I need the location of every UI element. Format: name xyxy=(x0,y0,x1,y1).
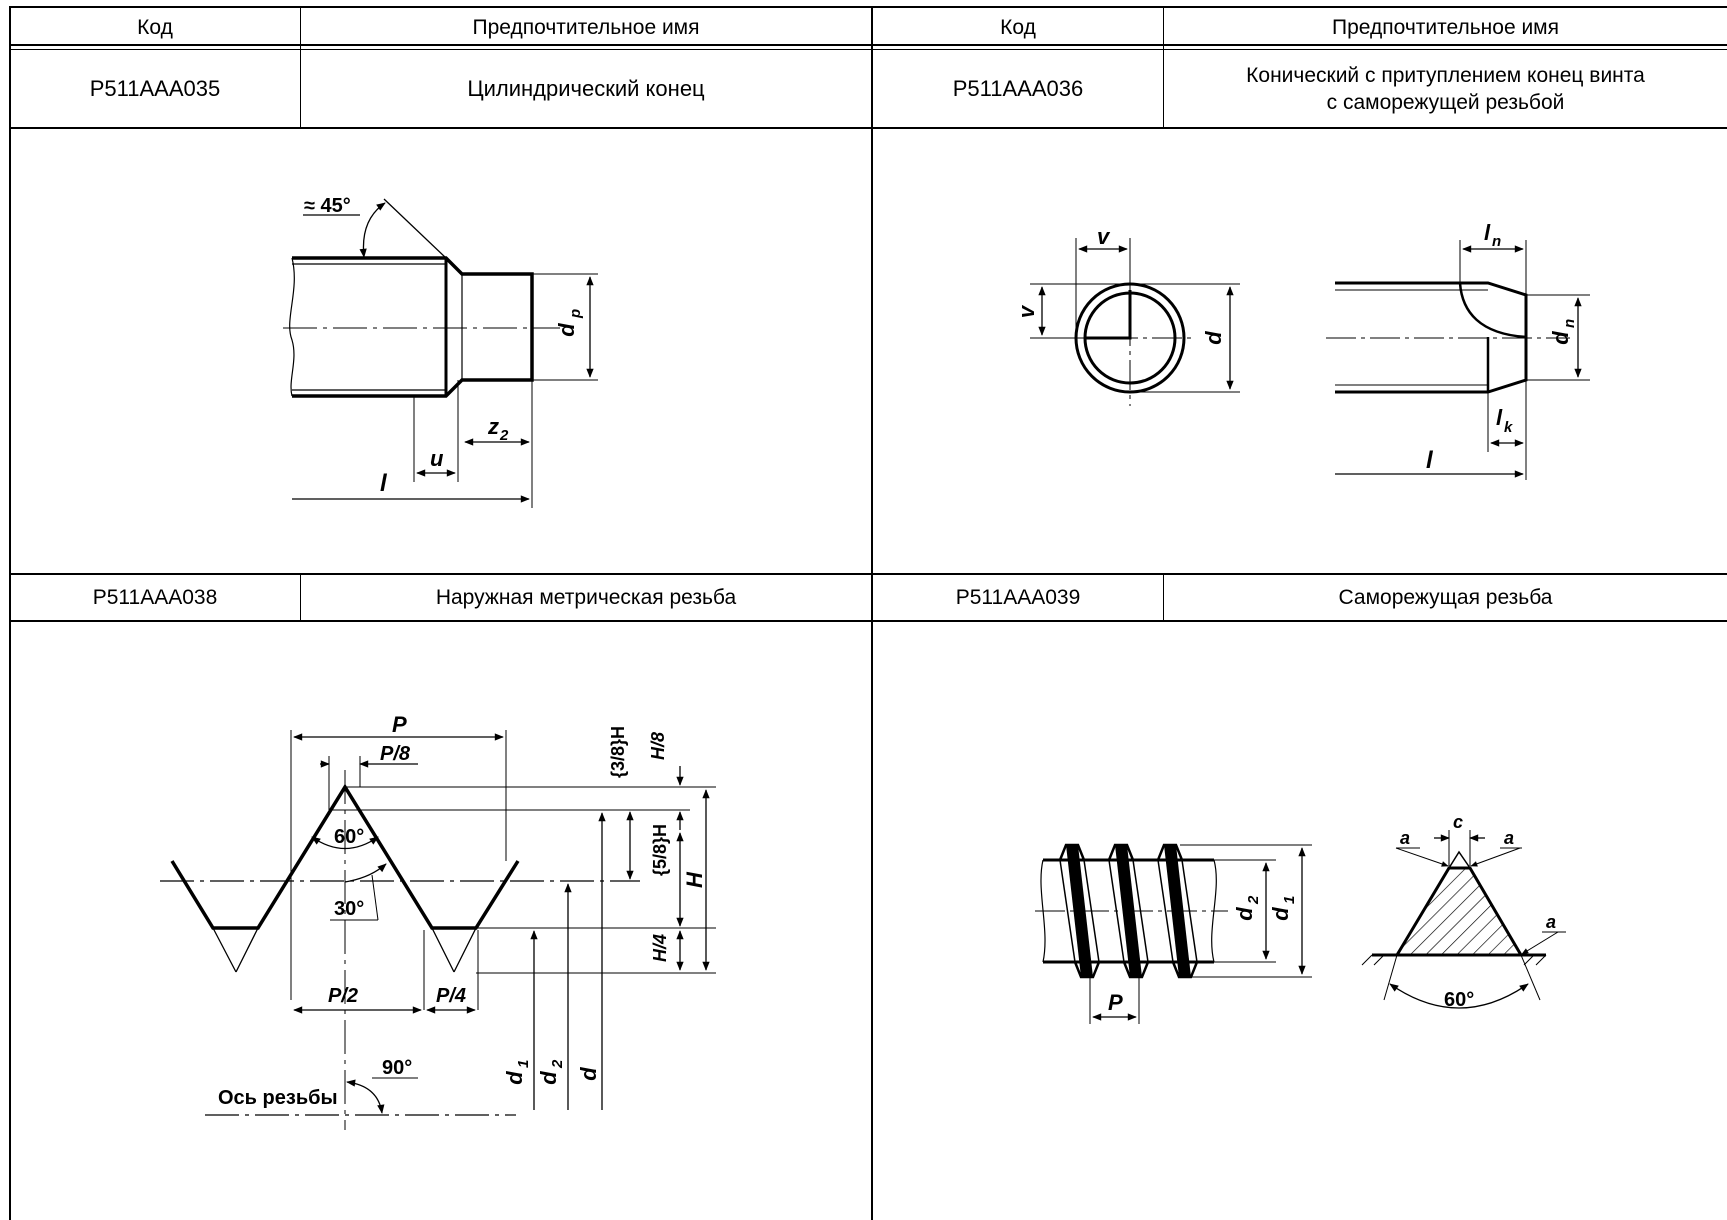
name-cylindrical-end: Цилиндрический конец xyxy=(467,76,705,101)
angle-60-arc xyxy=(311,836,379,850)
angle-leader xyxy=(383,198,447,259)
cone-end-drawing: v v d l n d n l k xyxy=(1014,220,1590,480)
d-label-thread: d xyxy=(576,1067,601,1081)
P-label: P xyxy=(392,712,407,737)
dp-label: d xyxy=(554,323,579,337)
name-self-tapping-thread: Саморежущая резьба xyxy=(1338,586,1553,609)
angle-30-arc xyxy=(344,863,387,883)
ln-subscript: n xyxy=(1492,233,1501,250)
v-top-label: v xyxy=(1097,224,1111,249)
table-border-left xyxy=(9,6,11,1220)
H38-label: {3/8}H xyxy=(608,726,628,778)
row-divider-2 xyxy=(9,573,1727,575)
header-underline-1 xyxy=(9,44,1727,46)
side-view-cone-curve xyxy=(1458,282,1527,339)
metric-thread-drawing: P P/8 60° 30° P/2 P/4 H/8 {3/8}H {5/8}H … xyxy=(160,712,716,1130)
cylindrical-end-drawing: ≈ 45° d p z 2 u l xyxy=(283,195,598,508)
angle-90-label: 90° xyxy=(382,1057,412,1079)
header-code-right: Код xyxy=(1000,15,1036,39)
l-label-cone: l xyxy=(1426,447,1434,474)
P2-label: P/2 xyxy=(328,985,358,1007)
l-label: l xyxy=(380,470,388,497)
code-p511aaa035: P511AAA035 xyxy=(89,76,221,101)
name-cone-end: Конический с притуплением конец винта с … xyxy=(1164,50,1727,127)
v-left-label: v xyxy=(1014,304,1039,318)
angle-45-label: ≈ 45° xyxy=(304,195,351,217)
code-p511aaa039: P511AAA039 xyxy=(955,586,1081,609)
a-right-label: a xyxy=(1504,828,1514,848)
H58-label: {5/8}H xyxy=(650,824,670,876)
header-underline-2 xyxy=(9,49,1727,50)
break-line xyxy=(289,257,295,397)
dn-label: d xyxy=(1548,331,1573,345)
d1-label-st: d xyxy=(1268,907,1293,921)
thread-tooth-profile xyxy=(1394,866,1524,957)
P8-label: P/8 xyxy=(380,743,411,765)
d1-label: d xyxy=(502,1071,527,1085)
H4-label: H/4 xyxy=(650,934,670,962)
thread-inner-line xyxy=(292,263,446,391)
header-name-left: Предпочтительное имя xyxy=(472,15,700,39)
z2-label: z xyxy=(487,414,499,439)
d2-label: d xyxy=(536,1071,561,1085)
d1-subscript-st: 1 xyxy=(1281,896,1298,904)
angle-60-label: 60° xyxy=(334,826,364,848)
angle-60-label-st: 60° xyxy=(1444,989,1474,1011)
header-code-left: Код xyxy=(137,15,173,39)
self-tapping-thread-drawing: d 2 d 1 P c a a a xyxy=(1035,812,1566,1024)
d1-subscript: 1 xyxy=(515,1060,532,1068)
a-left-label: a xyxy=(1400,828,1410,848)
name-metric-thread: Наружная метрическая резьба xyxy=(435,586,737,609)
column-divider-right-code xyxy=(1163,6,1164,128)
H-label: H xyxy=(682,871,707,888)
d2-subscript: 2 xyxy=(549,1059,566,1069)
angle-arc xyxy=(359,202,386,258)
d2-label-st: d xyxy=(1232,907,1257,921)
P-label-st: P xyxy=(1108,990,1123,1015)
ln-label: l xyxy=(1484,220,1491,245)
a-side-label: a xyxy=(1546,912,1556,932)
row-divider-1 xyxy=(9,127,1727,129)
H8-label: H/8 xyxy=(648,732,668,760)
z2-subscript: 2 xyxy=(499,427,509,444)
axis-label: Ось резьбы xyxy=(218,1087,338,1109)
lk-subscript: k xyxy=(1504,419,1513,436)
dp-subscript: p xyxy=(567,309,584,319)
header-name-right: Предпочтительное имя xyxy=(1331,15,1559,39)
column-divider-left-code-2 xyxy=(300,574,301,621)
angle-90-arc xyxy=(346,1079,385,1114)
column-divider-center xyxy=(871,6,873,1220)
code-p511aaa038: P511AAA038 xyxy=(92,586,218,609)
column-divider-left-code xyxy=(300,6,301,128)
shaft-outline xyxy=(292,256,534,398)
table-border-top xyxy=(9,6,1727,8)
P4-label: P/4 xyxy=(436,985,466,1007)
lk-label: l xyxy=(1496,405,1503,430)
dn-subscript: n xyxy=(1561,319,1578,328)
u-label: u xyxy=(430,446,444,471)
column-divider-right-code-2 xyxy=(1163,574,1164,621)
d2-subscript-st: 2 xyxy=(1245,895,1262,905)
c-label: c xyxy=(1453,812,1463,832)
angle-60-arc-st xyxy=(1389,983,1529,1009)
d-label: d xyxy=(1201,331,1226,345)
row-divider-3 xyxy=(9,620,1727,622)
name-cone-end-line2: с саморежущей резьбой xyxy=(1326,90,1565,114)
code-p511aaa036: P511AAA036 xyxy=(952,76,1084,101)
name-cone-end-line1: Конический с притуплением конец винта xyxy=(1246,63,1645,87)
angle-30-label: 30° xyxy=(334,898,364,920)
